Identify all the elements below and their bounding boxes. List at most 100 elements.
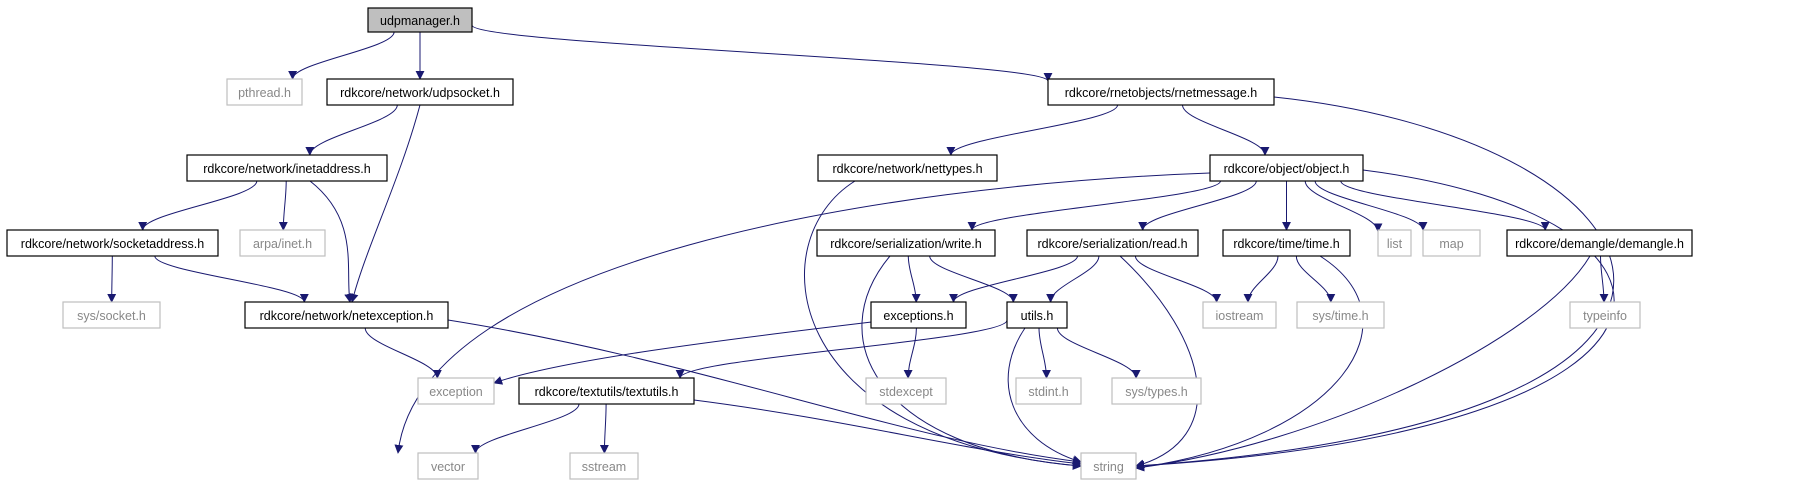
node-box bbox=[816, 229, 996, 257]
edge-path bbox=[309, 180, 354, 303]
edge-path bbox=[675, 319, 1008, 379]
node-label: rdkcore/network/inetaddress.h bbox=[203, 162, 370, 176]
node-box bbox=[870, 301, 967, 329]
node-label: udpmanager.h bbox=[380, 14, 460, 28]
edge-path bbox=[1304, 180, 1383, 233]
node-stdexcept: stdexcept bbox=[865, 377, 947, 405]
edge-exceptions-to-stdexcept bbox=[903, 327, 917, 379]
node-box bbox=[1202, 301, 1277, 329]
edge-path bbox=[154, 255, 309, 303]
edge-read-to-string bbox=[1119, 255, 1199, 469]
node-label: pthread.h bbox=[238, 86, 291, 100]
edge-object-to-vector bbox=[394, 172, 1211, 454]
edge-write-to-utils bbox=[929, 255, 1018, 303]
node-pthread: pthread.h bbox=[226, 78, 303, 106]
node-box bbox=[1111, 377, 1202, 405]
node-inetaddress[interactable]: rdkcore/network/inetaddress.h bbox=[186, 154, 388, 182]
edge-read-to-iostream bbox=[1134, 255, 1222, 303]
edge-read-to-utils bbox=[1046, 255, 1100, 303]
edge-path bbox=[1038, 327, 1051, 379]
node-label: sstream bbox=[582, 460, 626, 474]
edge-path bbox=[929, 255, 1018, 303]
node-typeinfo: typeinfo bbox=[1569, 301, 1641, 329]
node-label: rdkcore/object/object.h bbox=[1224, 162, 1350, 176]
node-label: rdkcore/network/nettypes.h bbox=[832, 162, 982, 176]
node-label: iostream bbox=[1216, 309, 1264, 323]
node-systypes: sys/types.h bbox=[1111, 377, 1202, 405]
edge-path bbox=[949, 255, 1078, 303]
node-box bbox=[1080, 452, 1137, 480]
node-exceptions[interactable]: exceptions.h bbox=[870, 301, 967, 329]
node-box bbox=[817, 154, 998, 182]
node-rnetmessage[interactable]: rdkcore/rnetobjects/rnetmessage.h bbox=[1047, 78, 1275, 106]
node-utils[interactable]: utils.h bbox=[1006, 301, 1068, 329]
node-label: vector bbox=[431, 460, 465, 474]
node-label: rdkcore/network/udpsocket.h bbox=[340, 86, 500, 100]
edge-time-to-iostream bbox=[1243, 255, 1279, 303]
edge-utils-to-string bbox=[1007, 327, 1082, 464]
nodes-layer: udpmanager.h pthread.h rdkcore/network/udp… bbox=[6, 7, 1693, 480]
edge-object-to-demangle bbox=[1340, 180, 1550, 231]
node-box bbox=[569, 452, 639, 480]
node-time[interactable]: rdkcore/time/time.h bbox=[1222, 229, 1351, 257]
edge-netexception-to-exception bbox=[364, 327, 442, 379]
node-box bbox=[417, 452, 479, 480]
edge-path bbox=[1135, 255, 1364, 472]
node-netexception[interactable]: rdkcore/network/netexception.h bbox=[244, 301, 449, 329]
edge-path bbox=[364, 327, 442, 379]
node-box bbox=[1569, 301, 1641, 329]
node-demangle[interactable]: rdkcore/demangle/demangle.h bbox=[1506, 229, 1693, 257]
node-udpsocket[interactable]: rdkcore/network/udpsocket.h bbox=[326, 78, 514, 106]
edge-path bbox=[1119, 255, 1199, 469]
edge-object-to-read bbox=[1138, 180, 1257, 231]
edge-time-to-systime bbox=[1295, 255, 1336, 303]
edge-path bbox=[471, 24, 1053, 82]
node-box bbox=[1047, 78, 1275, 106]
node-box bbox=[326, 78, 514, 106]
node-read[interactable]: rdkcore/serialization/read.h bbox=[1026, 229, 1199, 257]
node-iostream: iostream bbox=[1202, 301, 1277, 329]
node-label: exceptions.h bbox=[883, 309, 953, 323]
node-box bbox=[1026, 229, 1199, 257]
edge-netexception-to-string bbox=[447, 319, 1082, 466]
edge-path bbox=[1182, 104, 1270, 156]
node-label: exception bbox=[429, 385, 483, 399]
node-string: string bbox=[1080, 452, 1137, 480]
node-label: rdkcore/serialization/write.h bbox=[830, 237, 981, 251]
edge-path bbox=[907, 255, 921, 303]
edge-time-to-string bbox=[1135, 255, 1364, 472]
node-label: utils.h bbox=[1021, 309, 1054, 323]
node-label: rdkcore/network/socketaddress.h bbox=[21, 237, 204, 251]
node-vector: vector bbox=[417, 452, 479, 480]
edge-path bbox=[471, 403, 580, 454]
node-syssocket: sys/socket.h bbox=[62, 301, 161, 329]
edge-inetaddress-to-netexception bbox=[309, 180, 354, 303]
node-box bbox=[1296, 301, 1385, 329]
edge-path bbox=[1295, 255, 1336, 303]
node-box bbox=[1506, 229, 1693, 257]
node-systime: sys/time.h bbox=[1296, 301, 1385, 329]
node-label: sys/types.h bbox=[1125, 385, 1188, 399]
node-exception: exception bbox=[417, 377, 495, 405]
edge-demangle-to-typeinfo bbox=[1599, 255, 1609, 303]
node-udpmanager[interactable]: udpmanager.h bbox=[367, 7, 473, 33]
node-box bbox=[1209, 154, 1364, 182]
edge-udpmanager-to-rnetmessage bbox=[471, 24, 1053, 82]
edge-object-to-map bbox=[1314, 180, 1428, 231]
node-object[interactable]: rdkcore/object/object.h bbox=[1209, 154, 1364, 182]
node-socketaddress[interactable]: rdkcore/network/socketaddress.h bbox=[6, 229, 219, 257]
node-box bbox=[1015, 377, 1082, 405]
node-nettypes[interactable]: rdkcore/network/nettypes.h bbox=[817, 154, 998, 182]
edge-textutils-to-vector bbox=[471, 403, 580, 454]
node-box bbox=[417, 377, 495, 405]
node-list: list bbox=[1377, 229, 1412, 257]
node-textutils[interactable]: rdkcore/textutils/textutils.h bbox=[518, 377, 695, 405]
edge-path bbox=[1007, 327, 1082, 464]
node-box bbox=[1222, 229, 1351, 257]
node-box bbox=[367, 7, 473, 33]
edge-inetaddress-to-arpainet bbox=[278, 180, 288, 231]
node-label: rdkcore/demangle/demangle.h bbox=[1515, 237, 1684, 251]
node-box bbox=[1006, 301, 1068, 329]
edge-path bbox=[278, 180, 288, 231]
node-write[interactable]: rdkcore/serialization/write.h bbox=[816, 229, 996, 257]
